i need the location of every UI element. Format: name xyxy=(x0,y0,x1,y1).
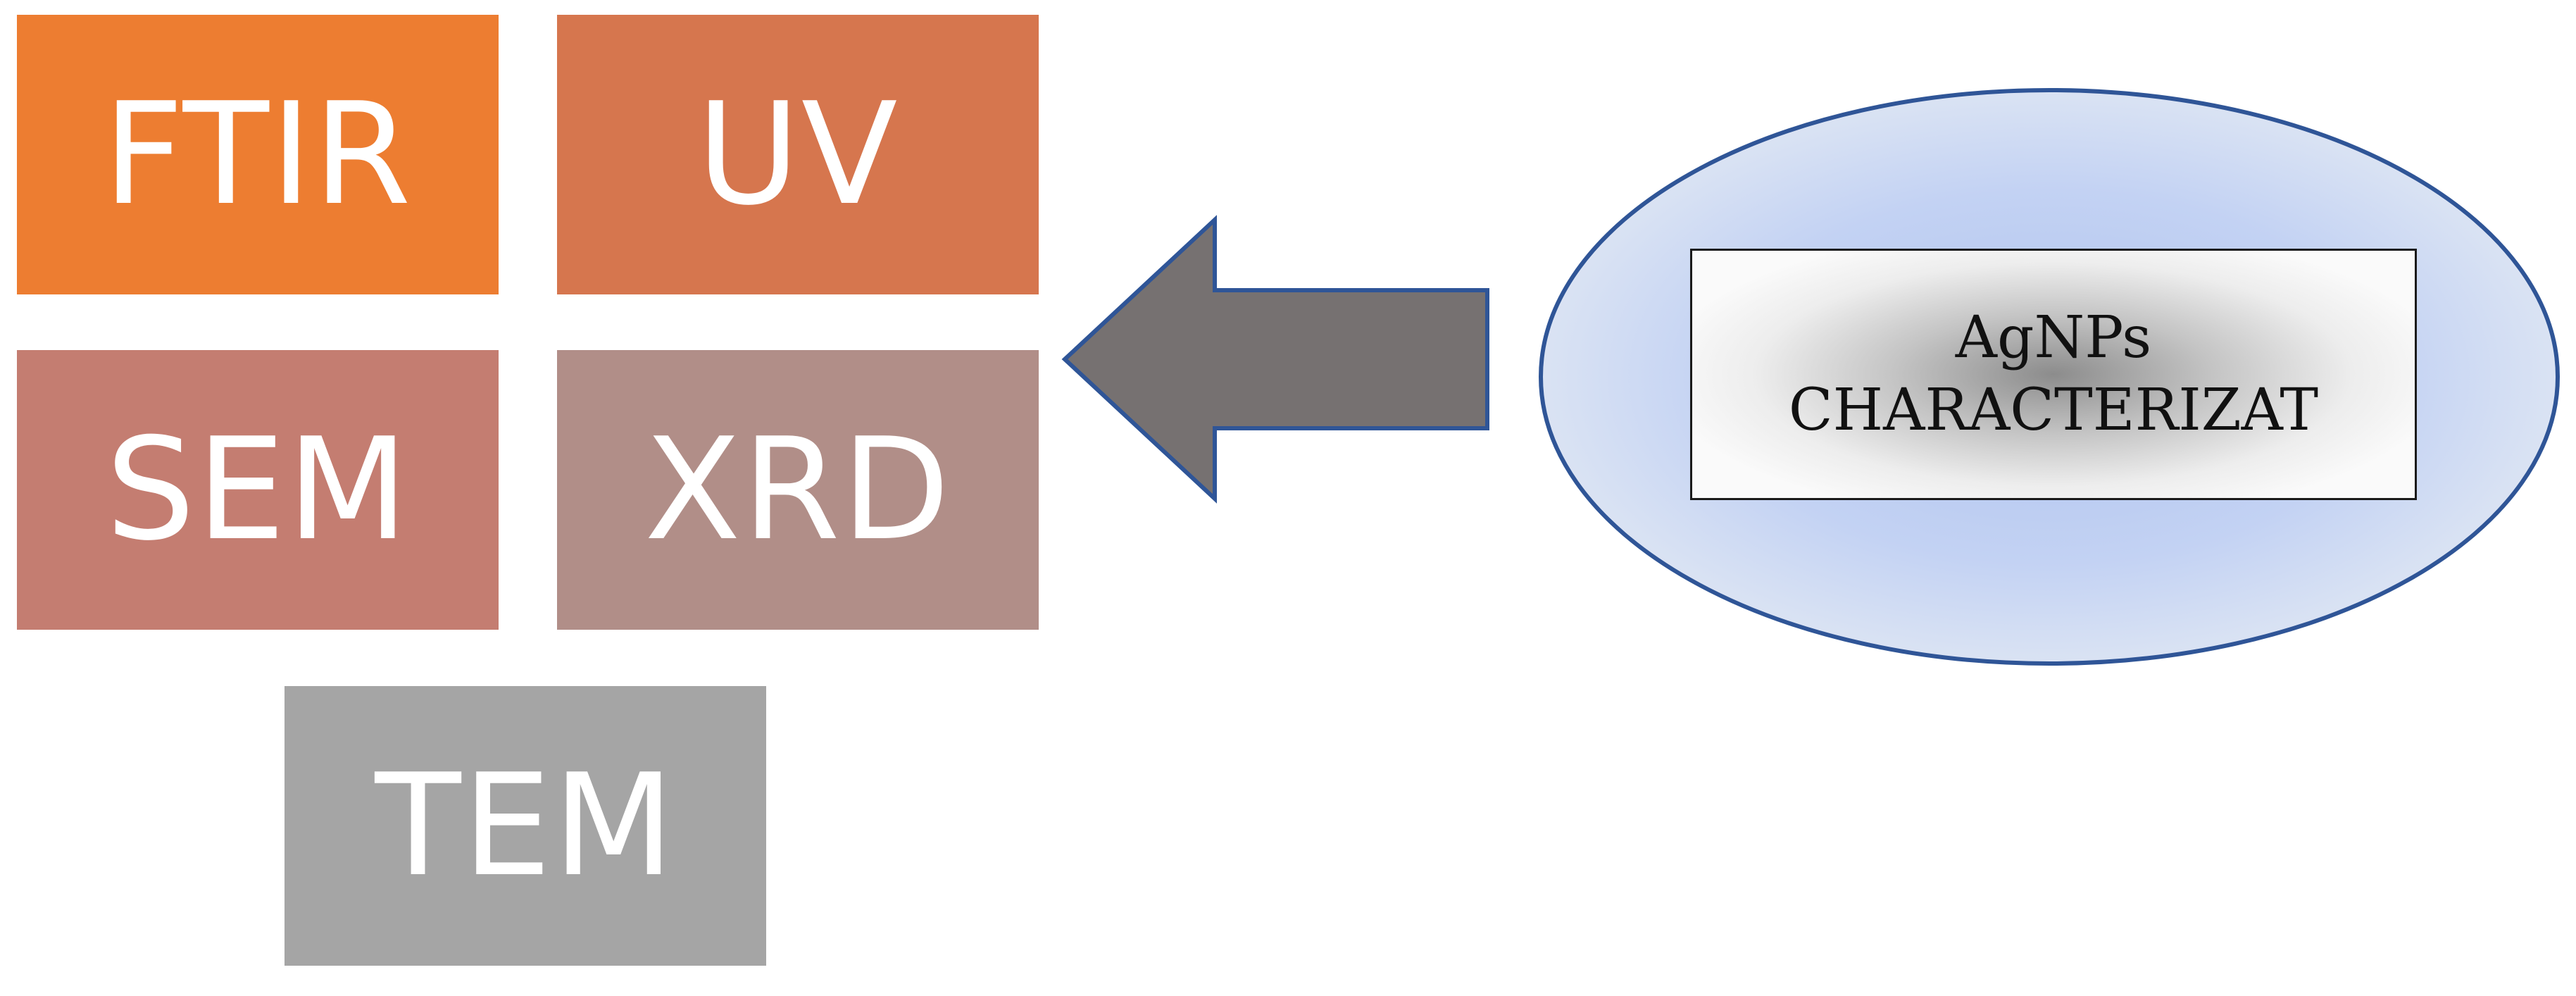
ftir-tile: FTIR xyxy=(17,15,499,294)
xrd-tile: XRD xyxy=(557,350,1039,630)
label-line-1: AgNPs xyxy=(1955,304,2152,371)
label-line-2: CHARACTERIZAT xyxy=(1788,376,2319,444)
tem-tile: TEM xyxy=(285,686,766,966)
arrow-shape xyxy=(1061,215,1489,504)
agnps-characterization-label: AgNPs CHARACTERIZAT xyxy=(1690,249,2417,500)
left-arrow-icon xyxy=(1061,215,1489,504)
uv-tile: UV xyxy=(557,15,1039,294)
sem-tile: SEM xyxy=(17,350,499,630)
